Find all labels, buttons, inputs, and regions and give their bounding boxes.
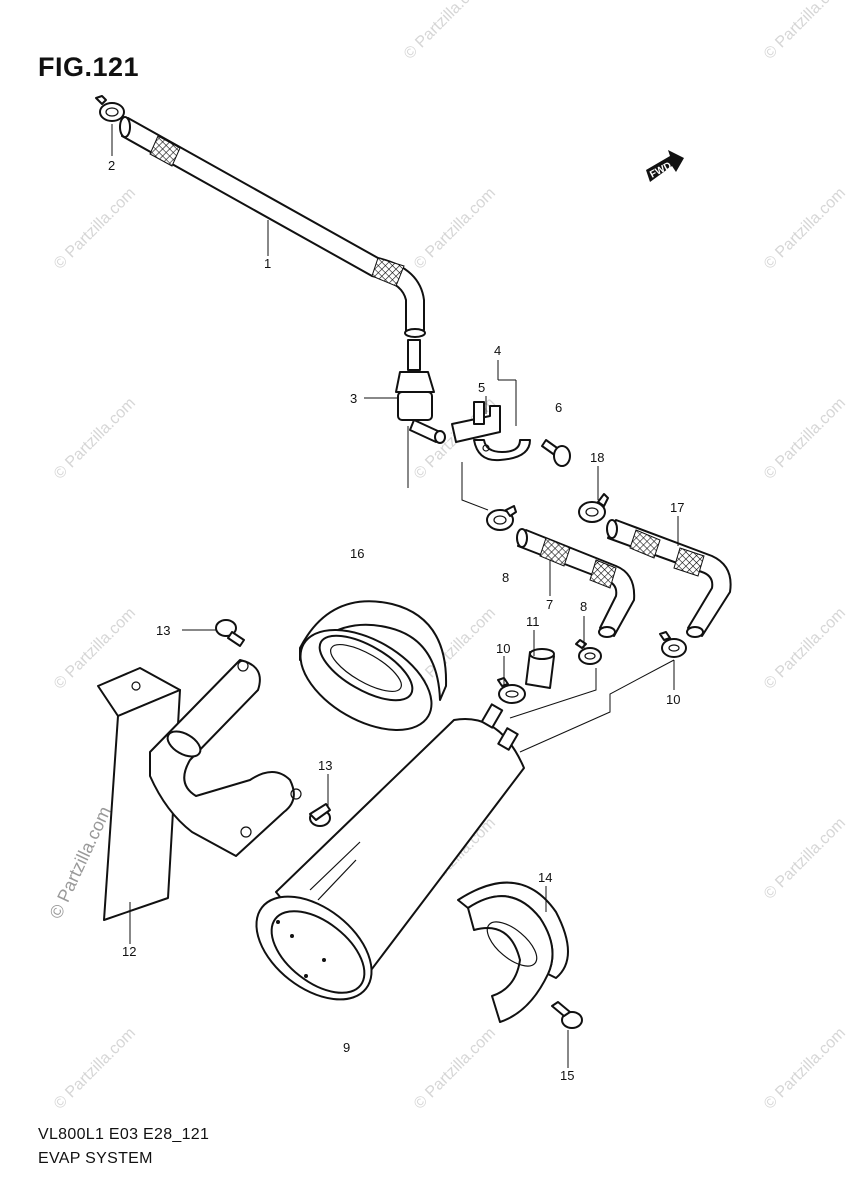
- screw-icon: [541, 439, 571, 467]
- long-hose-icon: [119, 116, 426, 338]
- callout-18: 18: [590, 450, 604, 465]
- hose-clamp-icon: [575, 639, 602, 665]
- watermark-text: © Partzilla.com: [761, 185, 846, 273]
- hose-clamp-icon: [659, 631, 687, 658]
- callout-10-right: 10: [666, 692, 680, 707]
- evap-canister-icon: [255, 703, 525, 1001]
- callout-7: 7: [546, 597, 553, 612]
- callout-12: 12: [122, 944, 136, 959]
- hose-clamp-icon: [95, 95, 125, 122]
- callout-4: 4: [494, 343, 501, 358]
- hose-clamp-icon: [578, 493, 609, 523]
- figure-title: FIG.121: [38, 52, 140, 82]
- evap-valve-icon: [395, 339, 446, 444]
- watermark-text: © Partzilla.com: [401, 0, 489, 63]
- screw-icon: [309, 803, 331, 827]
- hose-clamp-icon: [486, 505, 517, 531]
- callout-5: 5: [478, 380, 485, 395]
- watermark-text: © Partzilla.com: [51, 1025, 139, 1113]
- callout-13-upper: 13: [156, 623, 170, 638]
- short-hose-icon: [516, 528, 636, 638]
- watermark-text: © Partzilla.com: [761, 1025, 846, 1113]
- callout-15: 15: [560, 1068, 574, 1083]
- callout-3: 3: [350, 391, 357, 406]
- callout-8-lower: 8: [580, 599, 587, 614]
- section-name: EVAP SYSTEM: [38, 1150, 153, 1167]
- callout-13-lower: 13: [318, 758, 332, 773]
- callout-9: 9: [343, 1040, 350, 1055]
- callout-leaders: [111, 124, 679, 1068]
- callout-10-left: 10: [496, 641, 510, 656]
- callout-17: 17: [670, 500, 684, 515]
- watermark-text: © Partzilla.com: [761, 815, 846, 903]
- watermark-text: © Partzilla.com: [411, 185, 499, 273]
- hose-clamp-icon: [497, 677, 526, 704]
- watermark-layer: © Partzilla.com © Partzilla.com © Partzi…: [45, 0, 846, 1113]
- watermark-text: © Partzilla.com: [51, 395, 139, 483]
- canister-band-icon: [457, 881, 569, 1023]
- callout-6: 6: [555, 400, 562, 415]
- watermark-text: © Partzilla.com: [411, 1025, 499, 1113]
- canister-bracket-icon: [97, 659, 302, 921]
- forward-arrow-icon: FWD: [646, 150, 684, 182]
- watermark-text: © Partzilla.com: [761, 605, 846, 693]
- watermark-text: © Partzilla.com: [761, 0, 846, 63]
- screw-icon: [215, 619, 245, 647]
- model-code: VL800L1 E03 E28_121: [38, 1126, 210, 1143]
- callout-14: 14: [538, 870, 552, 885]
- callout-11: 11: [526, 614, 540, 629]
- hose-bracket-icon: [451, 401, 531, 462]
- forward-arrow-label: FWD: [648, 160, 673, 180]
- short-hose-icon: [606, 519, 732, 638]
- callout-labels: 1 2 3 4 5 6 7 8 8 9 10 10 11 12 13 13 14…: [108, 158, 684, 1083]
- watermark-text: © Partzilla.com: [51, 185, 139, 273]
- callout-2: 2: [108, 158, 115, 173]
- callout-8-upper: 8: [502, 570, 509, 585]
- screw-icon: [551, 1001, 583, 1029]
- tube-fitting-icon: [525, 648, 555, 689]
- callout-16: 16: [350, 546, 364, 561]
- canister-cushion-icon: [299, 600, 448, 731]
- watermark-text: © Partzilla.com: [761, 395, 846, 483]
- callout-1: 1: [264, 256, 271, 271]
